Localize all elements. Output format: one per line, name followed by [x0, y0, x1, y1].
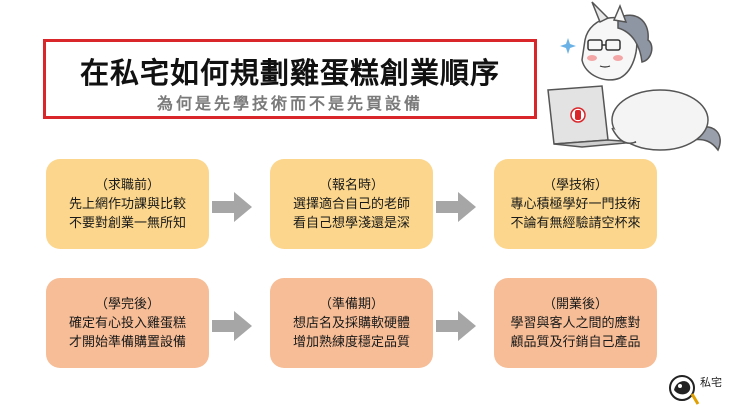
- step-line: 專心積極學好一門技術: [510, 196, 641, 212]
- page-subtitle: 為何是先學技術而不是先買設備: [156, 94, 423, 113]
- step-heading: （學技術）: [542, 177, 608, 193]
- arrow-right-icon: [436, 192, 476, 222]
- step-box-job-search: （求職前） 先上網作功課與比較 不要對創業一無所知: [46, 159, 209, 249]
- step-box-after-opening: （開業後） 學習與客人之間的應對 顧品質及行銷自己產品: [494, 278, 657, 368]
- unicorn-mascot-illustration: [547, 1, 721, 152]
- step-heading: （開業後）: [542, 296, 608, 312]
- step-box-preparation: （準備期） 想店名及採購軟硬體 增加熟練度穩定品質: [270, 278, 433, 368]
- step-line: 不論有無經驗請空杯來: [510, 215, 641, 231]
- step-heading: （求職前）: [94, 177, 160, 193]
- brand-logo-icon: [669, 375, 700, 405]
- step-line: 先上網作功課與比較: [68, 196, 186, 212]
- step-heading: （準備期）: [318, 296, 384, 312]
- step-line: 增加熟練度穩定品質: [292, 334, 410, 350]
- step-line: 想店名及採購軟硬體: [292, 315, 410, 331]
- step-line: 才開始準備購置設備: [68, 334, 186, 350]
- step-line: 不要對創業一無所知: [68, 215, 186, 231]
- step-line: 看自己想學淺還是深: [292, 215, 410, 231]
- step-line: 顧品質及行銷自己產品: [510, 334, 641, 350]
- step-line: 學習與客人之間的應對: [510, 315, 641, 331]
- step-box-after-learning: （學完後） 確定有心投入雞蛋糕 才開始準備購置設備: [46, 278, 209, 368]
- step-box-registration: （報名時） 選擇適合自己的老師 看自己想學淺還是深: [270, 159, 433, 249]
- step-line: 確定有心投入雞蛋糕: [68, 315, 186, 331]
- arrow-right-icon: [212, 192, 252, 222]
- arrow-right-icon: [212, 311, 252, 341]
- step-heading: （學完後）: [94, 296, 160, 312]
- page-title: 在私宅如何規劃雞蛋糕創業順序: [79, 56, 500, 90]
- title-box: 在私宅如何規劃雞蛋糕創業順序 為何是先學技術而不是先買設備: [43, 39, 537, 119]
- step-line: 選擇適合自己的老師: [292, 196, 410, 212]
- arrow-right-icon: [436, 311, 476, 341]
- step-heading: （報名時）: [318, 177, 384, 193]
- brand-logo-text: 私宅: [700, 376, 722, 389]
- step-box-learning: （學技術） 專心積極學好一門技術 不論有無經驗請空杯來: [494, 159, 657, 249]
